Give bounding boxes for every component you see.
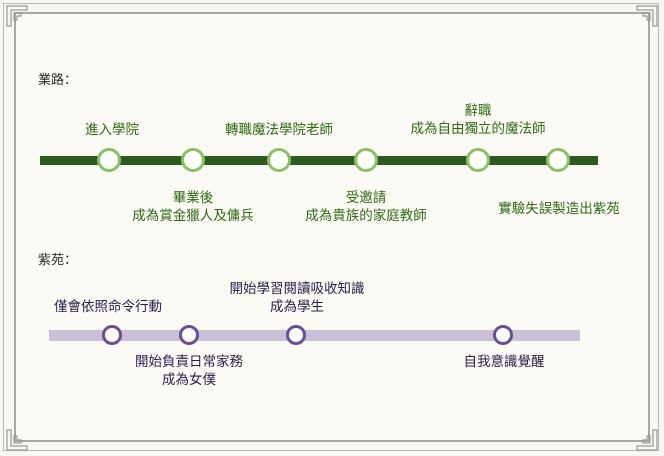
inner-frame [14,12,650,442]
industry-node [97,148,121,172]
shion-section-label: 紫苑： [38,253,78,268]
shion-node [286,325,306,345]
corner-ornament-icon [636,429,658,451]
industry-event-label: 辭職 成為自由獨立的魔法師 [410,103,546,137]
industry-node [354,148,378,172]
corner-ornament-icon [6,429,28,451]
shion-node [493,325,513,345]
shion-node [102,325,122,345]
shion-event-label: 開始學習閱讀吸收知識 成為學生 [229,281,365,315]
shion-node [179,325,199,345]
industry-node [466,148,490,172]
industry-section-label: 業路： [38,73,78,88]
shion-event-label: 自我意識覺醒 [463,354,545,370]
industry-event-label: 實驗失誤製造出紫苑 [498,201,620,217]
outer-frame [3,3,659,451]
industry-node [181,148,205,172]
corner-ornament-icon [6,5,28,27]
shion-timeline-track [49,330,580,341]
shion-event-label: 僅會依照命令行動 [54,299,162,315]
industry-event-label: 受邀請 成為貴族的家庭教師 [305,190,427,224]
industry-node [267,148,291,172]
corner-ornament-icon [636,5,658,27]
industry-event-label: 轉職魔法學院老師 [225,122,333,138]
industry-event-label: 畢業後 成為賞金獵人及傭兵 [132,190,254,224]
industry-timeline-track [40,156,598,165]
shion-event-label: 開始負責日常家務 成為女僕 [135,354,243,388]
industry-node [546,148,570,172]
industry-event-label: 進入學院 [85,122,139,138]
